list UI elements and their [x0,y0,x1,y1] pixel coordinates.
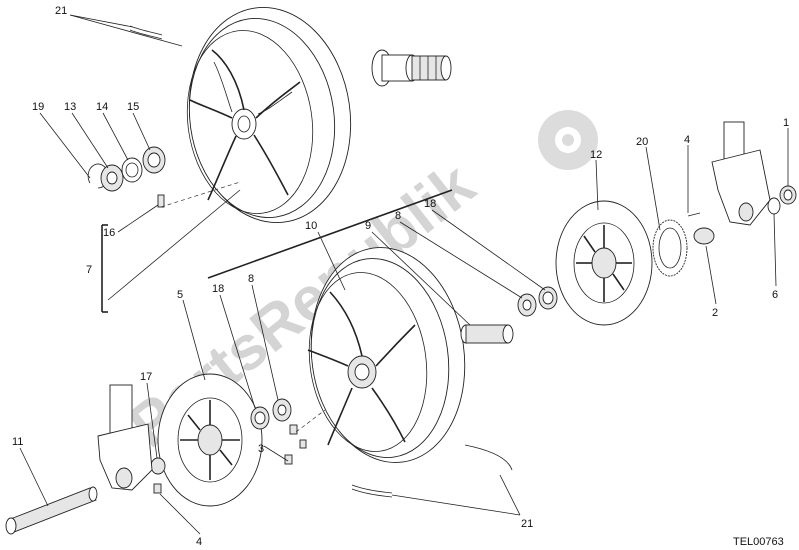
disc-bolt-left [153,483,162,494]
front-spacer [460,324,514,344]
front-brake-disc-left [157,373,263,507]
callout-3: 3 [258,443,264,455]
callout-21-bottom: 21 [521,518,533,530]
callout-6: 6 [772,289,778,301]
front-wheel [307,247,466,463]
fork-leg-left [97,384,153,491]
callout-4-upper: 4 [684,134,690,146]
rear-valve [157,181,241,208]
front-bearing-right [517,293,537,317]
callout-12: 12 [590,149,602,161]
axle-nut-right [779,185,797,205]
callout-14: 14 [96,101,108,113]
front-disc-bolts [284,409,326,465]
callout-17: 17 [140,371,152,383]
front-tire-balance-weight [351,444,513,498]
group-bracket-rear [101,224,108,313]
leader-lines [19,14,789,535]
callout-1: 1 [783,117,789,129]
callout-2: 2 [712,307,718,319]
callout-8-lower: 8 [248,273,254,285]
front-axle [5,486,98,535]
rear-tire-balance-weight [129,25,163,40]
rear-wheel [186,7,352,223]
front-spacer-left [150,457,166,475]
callout-7: 7 [86,264,92,276]
front-brake-disc-right [555,200,653,326]
fork-washer-right [767,197,781,215]
rear-sprocket-carrier [652,219,688,277]
rear-spacer [121,157,143,183]
fork-leg-right [711,121,771,226]
callout-21-top: 21 [55,5,67,17]
callout-18-lower: 18 [212,283,224,295]
callout-13: 13 [64,101,76,113]
callout-labels: 21 19 13 14 15 16 7 10 9 8 18 12 20 4 1 … [12,5,789,548]
front-seal-right [538,286,558,310]
callout-10: 10 [305,220,317,232]
callout-8-upper: 8 [395,210,401,222]
rear-hub-shaft [371,49,452,87]
front-bearing-left [272,398,292,422]
callout-16: 16 [103,227,115,239]
rear-caliper-bracket [687,212,715,245]
callout-15: 15 [127,101,139,113]
rear-bearing [100,164,124,192]
callout-19: 19 [32,101,44,113]
callout-4-lower: 4 [196,536,202,548]
callout-18-upper: 18 [424,198,436,210]
front-seal-left [250,406,270,430]
drawing-code: TEL00763 [733,536,784,548]
callout-20: 20 [636,136,648,148]
group-bracket-front [207,189,453,279]
callout-5: 5 [177,289,183,301]
callout-11: 11 [12,436,23,448]
gear-icon [538,110,598,170]
callout-9: 9 [365,220,371,232]
rear-seal [142,146,166,174]
